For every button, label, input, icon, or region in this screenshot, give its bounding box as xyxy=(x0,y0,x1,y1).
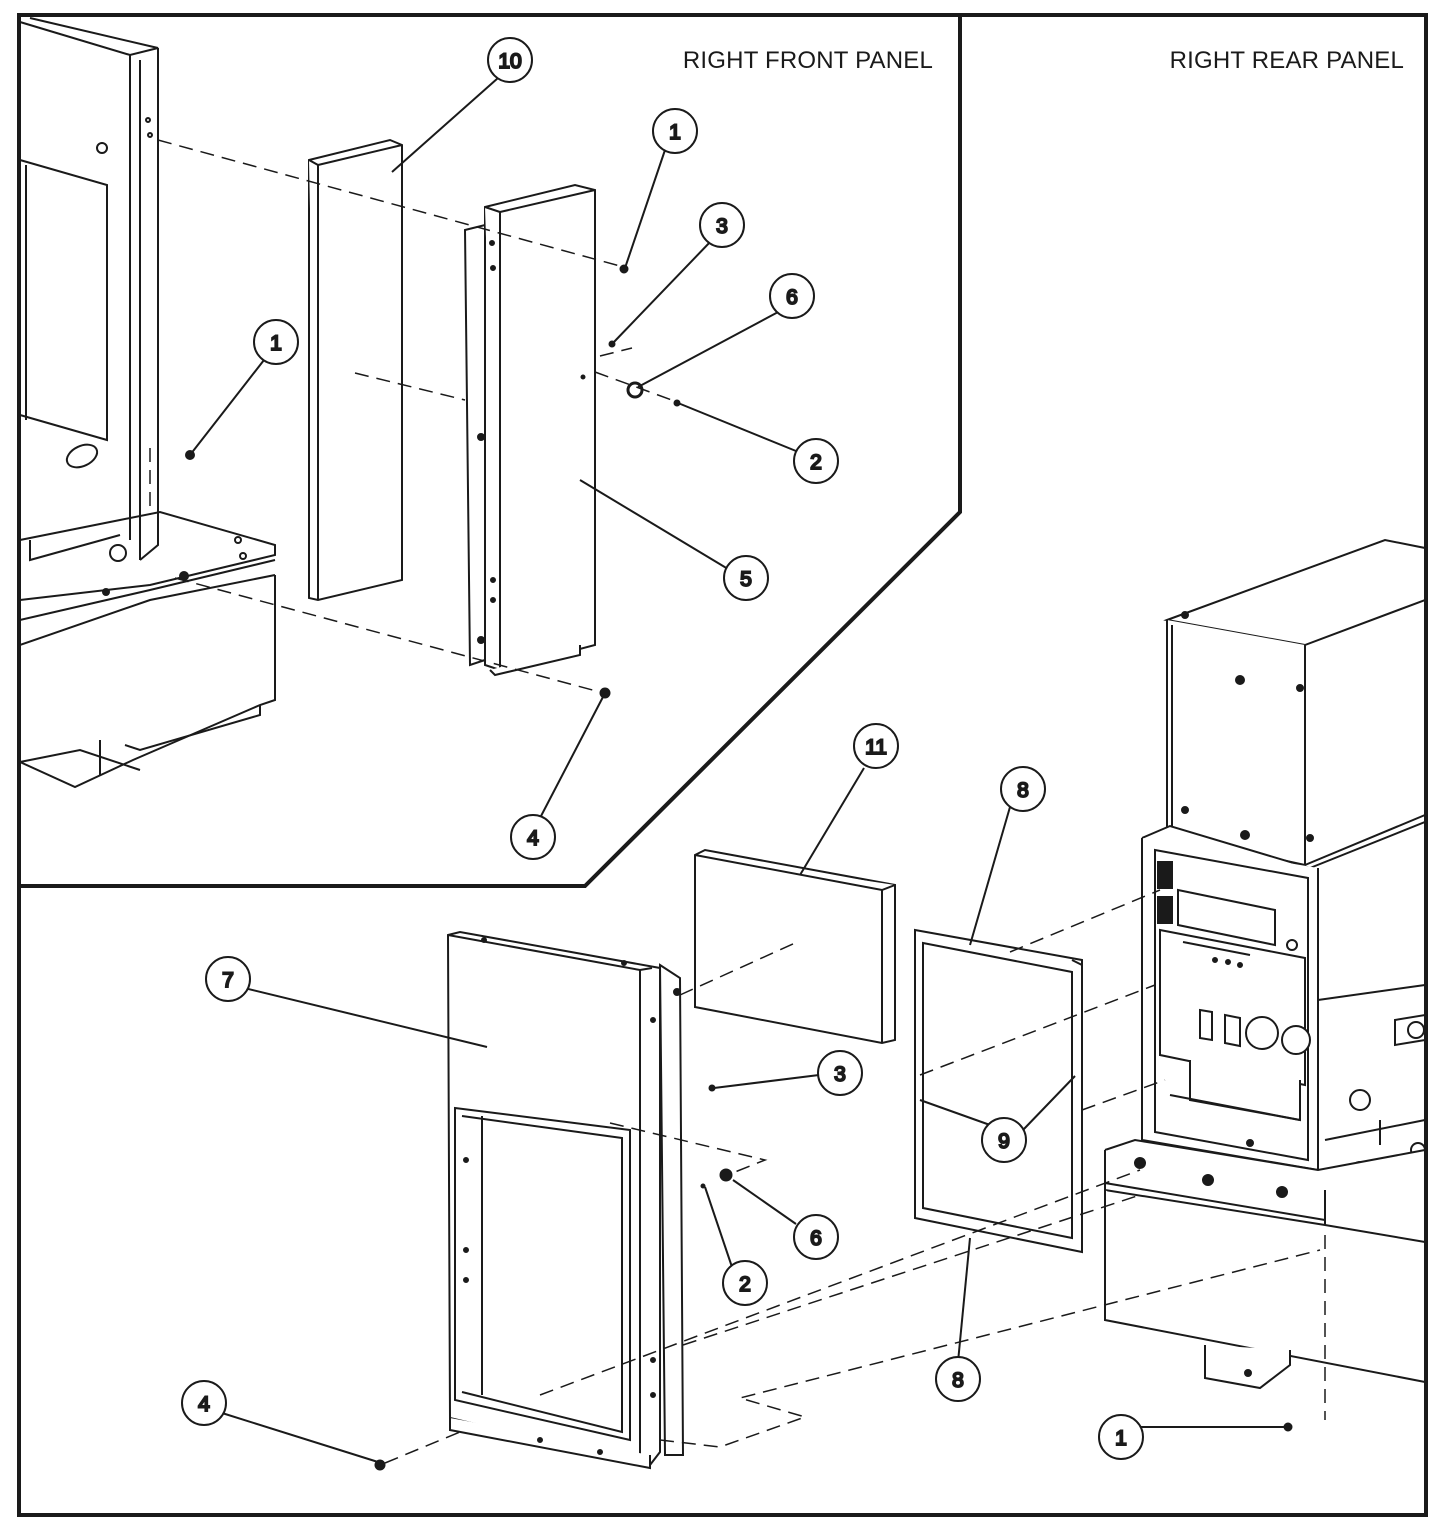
svg-text:3: 3 xyxy=(716,215,728,238)
part-7-rear-panel xyxy=(446,930,685,1470)
leader-lines xyxy=(189,77,1286,1463)
rear-hardware xyxy=(374,1084,1293,1471)
callout-7: 7 xyxy=(205,956,251,1002)
callout-3-top: 3 xyxy=(699,202,745,248)
svg-text:1: 1 xyxy=(270,332,282,355)
svg-text:1: 1 xyxy=(1115,1427,1127,1450)
callout-6-bottom: 6 xyxy=(793,1214,839,1260)
rear-dashed-leaders xyxy=(384,889,1326,1464)
svg-text:6: 6 xyxy=(810,1227,822,1250)
svg-text:11: 11 xyxy=(865,736,887,759)
svg-text:8: 8 xyxy=(952,1369,964,1392)
svg-text:4: 4 xyxy=(198,1393,210,1416)
callout-8-top: 8 xyxy=(1000,766,1046,812)
callout-1-top: 1 xyxy=(652,108,698,154)
callout-8-bottom: 8 xyxy=(935,1356,981,1402)
front-dashed-leaders xyxy=(149,139,681,693)
callout-1-bottom: 1 xyxy=(1098,1414,1144,1460)
svg-text:3: 3 xyxy=(834,1063,846,1086)
right-rear-panel-label: RIGHT REAR PANEL xyxy=(1169,47,1404,74)
outer-border xyxy=(17,13,1428,1517)
front-hardware xyxy=(599,264,681,699)
callout-4-bottom: 4 xyxy=(181,1380,227,1426)
callout-2-top: 2 xyxy=(793,438,839,484)
svg-text:9: 9 xyxy=(998,1130,1010,1153)
callouts: 10 1 3 6 1 2 5 4 11 8 7 3 9 6 2 8 4 1 xyxy=(181,37,1144,1460)
svg-text:4: 4 xyxy=(527,827,539,850)
callout-6-top: 6 xyxy=(769,273,815,319)
part-8-gasket-frame xyxy=(914,928,1083,1254)
callout-1-left: 1 xyxy=(253,319,299,365)
svg-text:6: 6 xyxy=(786,286,798,309)
svg-text:2: 2 xyxy=(810,451,822,474)
svg-text:10: 10 xyxy=(498,50,521,73)
part-5-front-panel xyxy=(463,183,596,677)
svg-text:2: 2 xyxy=(739,1273,751,1296)
front-enclosure-frame xyxy=(19,17,276,789)
svg-text:1: 1 xyxy=(669,121,681,144)
callout-4-top: 4 xyxy=(510,814,556,860)
generator-enclosure xyxy=(1104,538,1426,1390)
svg-text:8: 8 xyxy=(1017,779,1029,802)
callout-9: 9 xyxy=(981,1117,1027,1163)
svg-text:5: 5 xyxy=(740,568,752,591)
callout-11: 11 xyxy=(853,723,899,769)
callout-2-bottom: 2 xyxy=(722,1260,768,1306)
part-10-insulation xyxy=(308,138,403,602)
inset-border xyxy=(20,16,962,888)
callout-3-bottom: 3 xyxy=(817,1050,863,1096)
callout-10: 10 xyxy=(487,37,533,83)
right-front-panel-label: RIGHT FRONT PANEL xyxy=(682,47,933,74)
callout-5: 5 xyxy=(723,555,769,601)
svg-text:7: 7 xyxy=(222,969,234,992)
part-11-insulation xyxy=(694,848,896,1045)
